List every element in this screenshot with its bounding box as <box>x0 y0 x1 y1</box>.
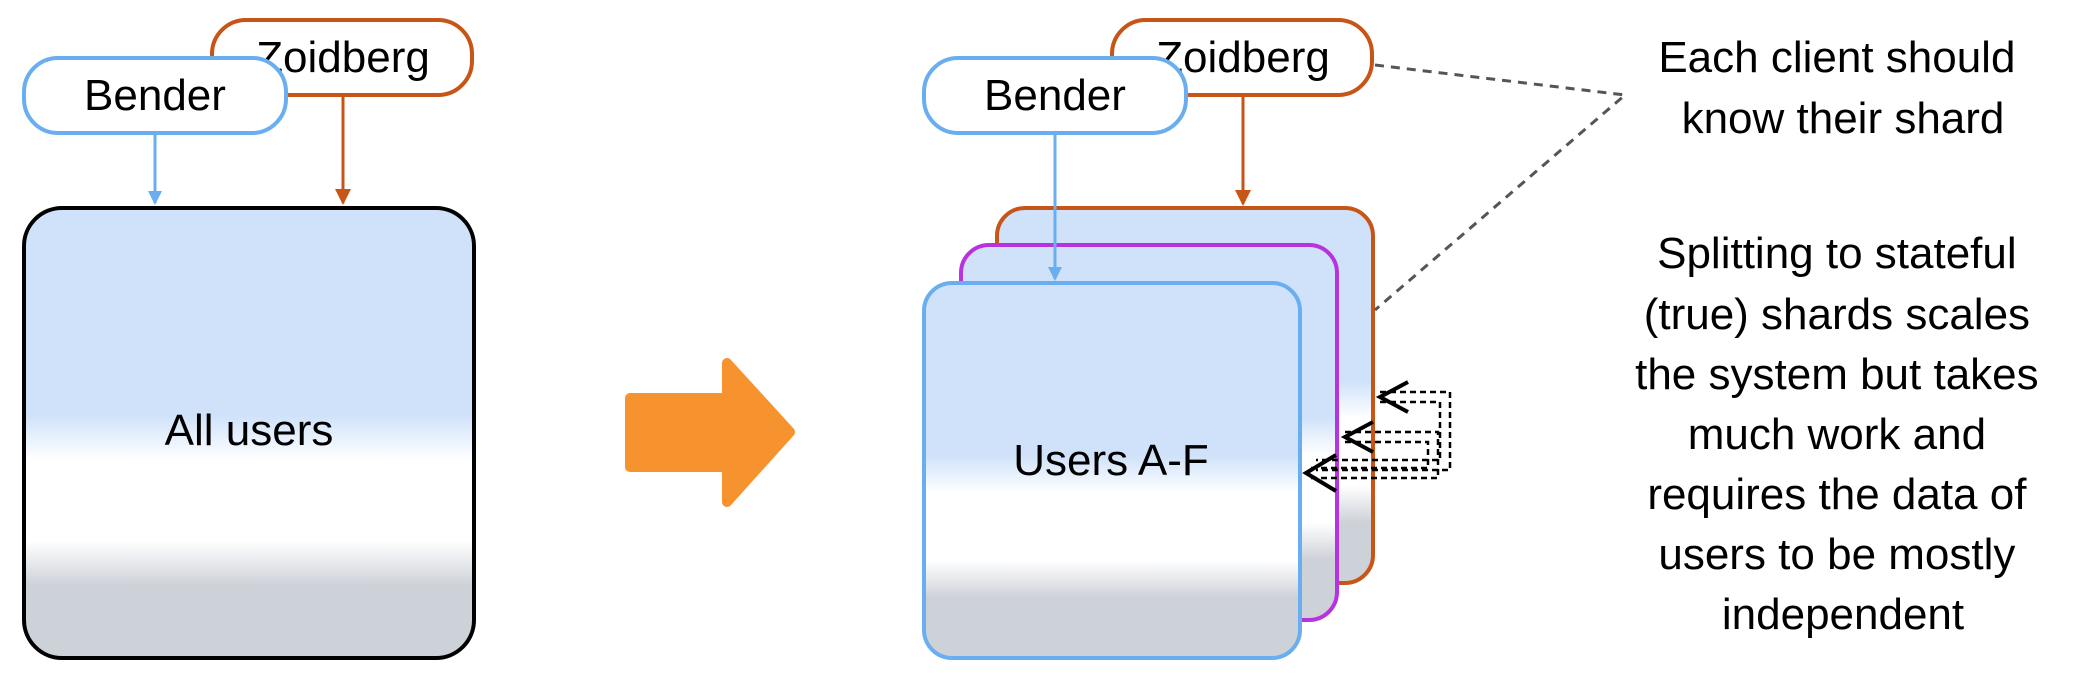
all-users-store <box>22 206 476 660</box>
client-note: Each client should know their shard <box>1658 33 2027 143</box>
all-users-label: All users <box>165 406 334 455</box>
left-diagram: All users Zoidberg Bender <box>22 18 476 660</box>
zoidberg-label-right: Zoidberg <box>1156 33 1330 82</box>
zoidberg-label-left: Zoidberg <box>256 33 430 82</box>
client-note-line: Each client should <box>1658 33 2015 82</box>
note-pointer-lines <box>1374 63 1629 312</box>
summary-note-line: users to be mostly <box>1658 530 2015 579</box>
bender-label-right: Bender <box>984 71 1126 120</box>
bender-label-left: Bender <box>84 71 226 120</box>
summary-note-line: requires the data of <box>1647 470 2027 519</box>
inter-shard-arrowheads <box>1302 380 1409 493</box>
summary-note: Splitting to stateful (true) shards scal… <box>1635 229 2051 639</box>
summary-note-line: Splitting to stateful <box>1657 229 2017 278</box>
summary-note-line: (true) shards scales <box>1644 290 2030 339</box>
summary-note-line: independent <box>1722 590 1964 639</box>
client-note-line: know their shard <box>1682 94 2005 143</box>
transition-arrow <box>625 358 795 507</box>
inter-shard-dashed-arrows <box>1308 390 1452 480</box>
shard-front <box>922 281 1302 660</box>
right-diagram: Users A-F Zoidberg Bender <box>922 18 1629 660</box>
summary-note-line: much work and <box>1688 410 1986 459</box>
users-a-f-label: Users A-F <box>1013 436 1209 485</box>
summary-note-line: the system but takes <box>1635 350 2039 399</box>
